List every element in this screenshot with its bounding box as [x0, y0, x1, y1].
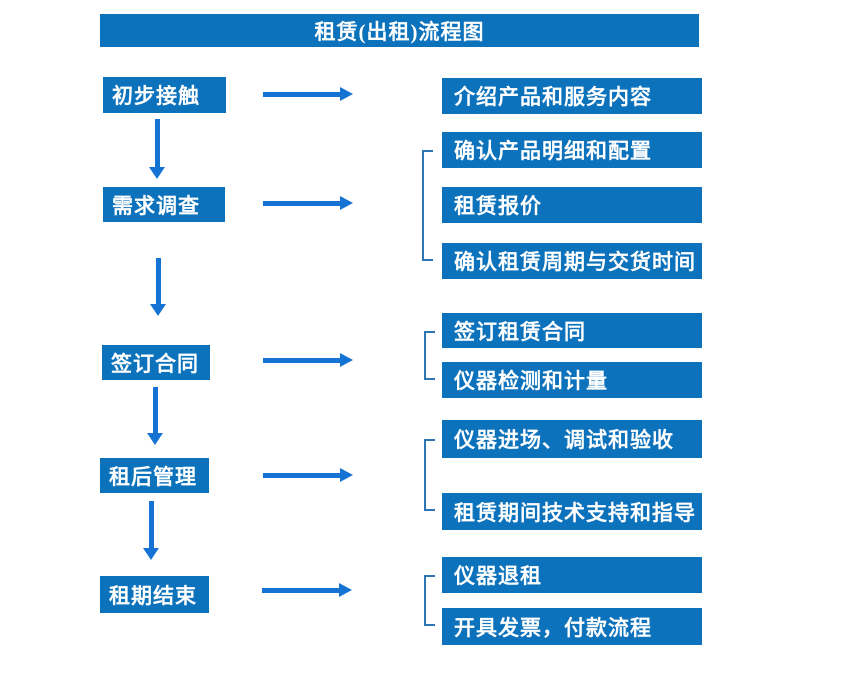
arrow-down-4	[143, 501, 159, 560]
arrow-shaft	[152, 387, 158, 433]
stage-box-rental-end: 租期结束	[100, 576, 209, 613]
arrow-head	[143, 548, 159, 560]
detail-label: 介绍产品和服务内容	[454, 85, 652, 109]
stage-label: 租期结束	[109, 583, 197, 608]
arrow-down-1	[149, 119, 165, 179]
detail-label: 确认产品明细和配置	[454, 139, 652, 163]
bracket-group-1	[422, 150, 433, 261]
detail-box-sign-rental-contract: 签订租赁合同	[442, 313, 702, 348]
bracket-group-4	[424, 575, 435, 626]
arrow-shaft	[263, 200, 340, 206]
stage-label: 租后管理	[109, 464, 197, 489]
arrow-head	[340, 196, 353, 210]
detail-box-confirm-product-details: 确认产品明细和配置	[442, 132, 702, 168]
arrow-head	[340, 468, 353, 482]
detail-label: 仪器退租	[454, 564, 542, 588]
stage-box-initial-contact: 初步接触	[103, 77, 226, 113]
stage-label: 初步接触	[112, 84, 200, 108]
arrow-head	[339, 583, 352, 597]
arrow-head	[340, 87, 353, 101]
arrow-shaft	[263, 91, 340, 97]
arrow-shaft	[155, 258, 161, 304]
detail-box-intro-products: 介绍产品和服务内容	[442, 78, 702, 114]
detail-label: 签订租赁合同	[454, 319, 586, 344]
arrow-down-3	[147, 387, 163, 445]
detail-box-instrument-entry: 仪器进场、调试和验收	[442, 420, 702, 458]
stage-box-demand-survey: 需求调查	[103, 187, 225, 222]
stage-box-post-rental-management: 租后管理	[100, 458, 209, 493]
stage-label: 需求调查	[112, 193, 200, 218]
arrow-head	[149, 167, 165, 179]
detail-box-technical-support: 租赁期间技术支持和指导	[442, 493, 702, 530]
detail-label: 确认租赁周期与交货时间	[454, 250, 696, 274]
arrow-right-1	[263, 87, 353, 101]
arrow-shaft	[148, 501, 154, 548]
detail-label: 仪器进场、调试和验收	[454, 428, 674, 452]
arrow-right-4	[263, 468, 353, 482]
detail-box-instrument-testing: 仪器检测和计量	[442, 362, 702, 398]
arrow-head	[340, 353, 353, 367]
arrow-shaft	[262, 587, 339, 593]
detail-label: 租赁报价	[454, 194, 542, 218]
arrow-right-3	[263, 353, 353, 367]
arrow-right-2	[263, 196, 353, 210]
arrow-head	[150, 304, 166, 316]
detail-box-confirm-rental-period: 确认租赁周期与交货时间	[442, 243, 702, 279]
arrow-head	[147, 433, 163, 445]
arrow-shaft	[154, 119, 160, 167]
arrow-right-5	[262, 583, 352, 597]
page-title: 租赁(出租)流程图	[314, 19, 485, 44]
detail-label: 仪器检测和计量	[454, 369, 608, 393]
detail-box-invoice-payment: 开具发票，付款流程	[442, 608, 702, 645]
title-bar: 租赁(出租)流程图	[100, 14, 699, 47]
stage-box-sign-contract: 签订合同	[102, 345, 210, 380]
bracket-group-2	[424, 331, 435, 380]
detail-label: 开具发票，付款流程	[454, 615, 652, 640]
arrow-down-2	[150, 258, 166, 316]
bracket-group-3	[424, 439, 435, 511]
stage-label: 签订合同	[111, 351, 199, 376]
arrow-shaft	[263, 357, 340, 363]
arrow-shaft	[263, 472, 340, 478]
detail-box-rental-quote: 租赁报价	[442, 187, 702, 223]
detail-box-instrument-return: 仪器退租	[442, 557, 702, 593]
detail-label: 租赁期间技术支持和指导	[454, 500, 696, 525]
